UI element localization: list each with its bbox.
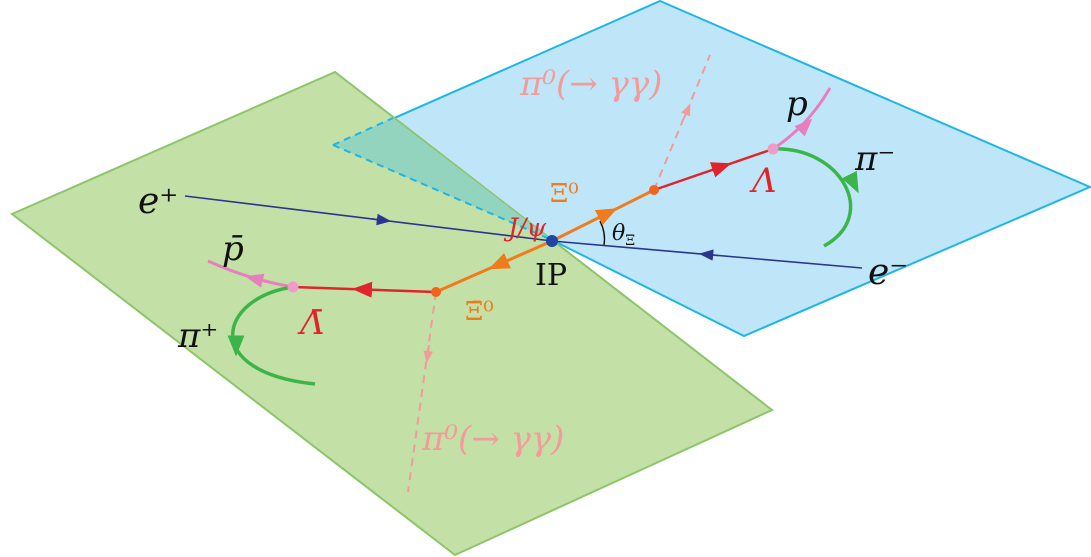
e-minus-label: e⁻ <box>868 252 908 293</box>
theta-label: θΞ <box>612 221 635 249</box>
pi-minus-label: π⁻ <box>854 139 895 179</box>
pi-plus-label: π⁺ <box>177 316 218 356</box>
pi0-bottom-track <box>407 291 437 493</box>
xi0-bar-arrow <box>488 253 512 270</box>
plane-overlap-region <box>333 118 552 240</box>
xi0-bar-label: Ξ̄⁰ <box>465 297 494 327</box>
lambda-bar-decay-vertex <box>287 281 299 293</box>
plane-intersection-dashed-line <box>332 144 553 241</box>
xi0-arrow <box>594 208 618 226</box>
xi0-decay-vertex <box>649 185 659 195</box>
pi0-bottom-arrow <box>423 344 434 363</box>
e-plus-label: e⁺ <box>138 181 178 222</box>
lambda-arrow <box>709 162 732 178</box>
pi0-top-arrow <box>681 103 691 119</box>
pi0-bottom-label: π⁰(→ γγ) <box>421 419 564 459</box>
plane-intersection-dashed-edge <box>332 117 394 146</box>
pi0-top-label: π⁰(→ γγ) <box>519 64 662 104</box>
pi-minus-arrow <box>841 170 859 194</box>
e-minus-beam-arrow <box>698 249 719 261</box>
pi0-top-track <box>653 54 711 191</box>
antiproton-arrow <box>245 273 265 288</box>
jpsi-label: J/ψ <box>503 213 546 242</box>
e-plus-beam <box>184 195 553 242</box>
lambda-decay-vertex <box>767 143 779 155</box>
interaction-point-dot <box>546 235 558 247</box>
xi0-label: Ξ⁰ <box>550 179 579 209</box>
proton-arrow <box>794 118 813 137</box>
lambda-bar-label: Λ̄ <box>297 303 325 343</box>
pi-plus-track <box>231 285 316 386</box>
green-decay-plane <box>10 70 774 557</box>
ip-label: IP <box>535 258 567 293</box>
proton-label: p <box>786 84 808 124</box>
antiproton-label: p̄ <box>222 229 244 269</box>
lambda-label: Λ <box>749 161 777 201</box>
xi0-bar-decay-vertex <box>431 287 441 297</box>
e-plus-beam-arrow <box>371 213 392 226</box>
